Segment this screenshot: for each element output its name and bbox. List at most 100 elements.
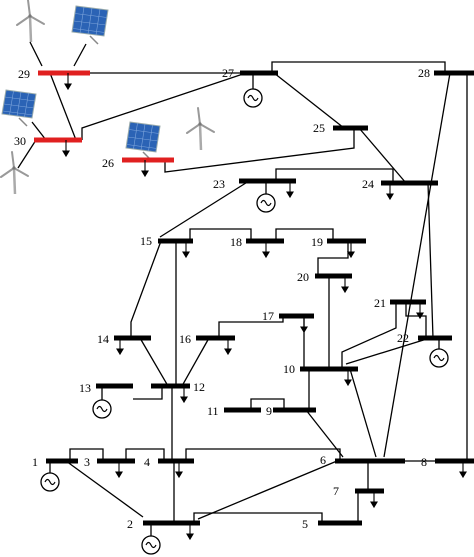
line-16-17: [218, 316, 284, 338]
bus-label-20: 20: [297, 270, 309, 284]
line-4-6: [185, 448, 341, 461]
line-3-4: [125, 448, 165, 461]
load-arrow-icon-bus-17: [300, 316, 308, 334]
line-22-24: [427, 182, 434, 339]
line-18-19: [275, 228, 334, 241]
bus-bar-5: [318, 520, 362, 526]
load-arrow-icon-bus-15: [182, 241, 190, 259]
bus-label-30: 30: [14, 134, 26, 148]
transmission-lines: [49, 61, 468, 523]
bus-bar-4: [158, 458, 194, 464]
bus-label-28: 28: [418, 66, 430, 80]
bus-bar-3: [97, 458, 135, 464]
load-arrow-icon-bus-23: [286, 181, 294, 199]
bus-label-5: 5: [302, 517, 308, 531]
renewable-sources: [0, 0, 215, 195]
bus-bar-26: [122, 157, 174, 163]
line-2-5: [193, 512, 323, 523]
load-arrow-icon-bus-24: [386, 183, 394, 201]
line-2-6: [197, 460, 338, 520]
line-12-13: [133, 386, 163, 400]
line-27-30: [81, 72, 247, 140]
bus-label-26: 26: [102, 156, 114, 170]
bus-label-24: 24: [362, 177, 374, 191]
bus-bar-13: [96, 383, 133, 389]
bus-label-27: 27: [222, 66, 234, 80]
line-25-26: [164, 128, 355, 173]
load-arrow-icon-bus-12: [180, 386, 188, 404]
generator-icon-bus-22: [429, 338, 449, 368]
bus-bar-2: [143, 520, 200, 526]
bus-label-23: 23: [213, 177, 225, 191]
bus-bar-30: [34, 137, 82, 143]
wind-turbine-icon-bus-29-0: [16, 0, 45, 43]
line-12-16: [181, 337, 210, 387]
bus-bar-7: [355, 488, 384, 494]
connector-29-solar: [73, 43, 87, 67]
bus-label-22: 22: [397, 331, 409, 345]
bus-label-11: 11: [207, 404, 219, 418]
line-6-9: [305, 409, 344, 458]
bus-bar-24: [381, 180, 438, 186]
bus-bar-10: [300, 366, 358, 372]
bus-label-19: 19: [311, 235, 323, 249]
solar-panel-icon-bus-29-1: [71, 5, 109, 45]
bus-label-21: 21: [374, 296, 386, 310]
generator-icon-bus-1: [40, 461, 60, 492]
line-15-18: [189, 228, 252, 241]
line-21-22: [405, 302, 427, 338]
bus-label-12: 12: [193, 380, 205, 394]
load-arrow-icon-bus-10: [344, 369, 352, 387]
line-19-20: [317, 241, 349, 276]
connector-30-solar: [31, 121, 47, 141]
line-6-10: [349, 368, 377, 458]
bus-label-8: 8: [421, 455, 427, 469]
bus-bar-9: [273, 407, 316, 413]
load-arrow-icon-bus-2: [186, 523, 194, 541]
bus-label-17: 17: [262, 309, 274, 323]
bus-bar-23: [239, 178, 296, 184]
bus-label-1: 1: [32, 455, 38, 469]
line-12-14: [139, 337, 169, 387]
line-23-24: [275, 168, 394, 183]
bus-bar-15: [158, 238, 193, 244]
line-15-23: [159, 180, 250, 238]
line-14-15: [130, 240, 162, 338]
line-25-27: [273, 72, 345, 129]
bus-label-13: 13: [79, 381, 91, 395]
load-arrow-icon-bus-26: [141, 160, 149, 178]
load-arrow-icon-bus-16: [224, 338, 232, 356]
connector-29-wind: [29, 41, 43, 67]
bus-label-4: 4: [144, 455, 150, 469]
generator-icon-bus-2: [141, 523, 161, 555]
bus-label-29: 29: [18, 67, 30, 81]
line-1-2: [65, 460, 144, 518]
line-28-27: [271, 61, 446, 73]
bus-label-15: 15: [140, 234, 152, 248]
load-arrow-icon-bus-4: [175, 461, 183, 479]
generator-icon-bus-23: [256, 181, 276, 213]
load-arrow-icon-bus-7: [370, 491, 378, 509]
bus-bar-22: [418, 335, 452, 341]
line-1-3: [69, 448, 104, 461]
wind-turbine-icon-bus-26-1: [186, 107, 215, 151]
bus-label-14: 14: [97, 332, 109, 346]
bus-bar-8: [435, 458, 474, 464]
load-arrow-icon-bus-8: [459, 461, 467, 479]
bus-bar-20: [315, 273, 352, 279]
bus-bars: [34, 70, 474, 526]
wind-turbine-icon-bus-30-1: [0, 151, 29, 195]
load-arrow-icon-bus-14: [116, 338, 124, 356]
connector-30-wind: [17, 139, 37, 169]
bus-label-3: 3: [84, 455, 90, 469]
bus-bar-6: [335, 458, 405, 464]
loads: [62, 73, 467, 541]
bus-bar-17: [279, 313, 314, 319]
load-arrow-icon-bus-19: [347, 241, 355, 259]
bus-bar-1: [46, 458, 78, 464]
bus-bar-25: [333, 125, 368, 131]
load-arrow-icon-bus-3: [115, 461, 123, 479]
bus-bar-18: [246, 238, 284, 244]
bus-label-9: 9: [266, 404, 272, 418]
